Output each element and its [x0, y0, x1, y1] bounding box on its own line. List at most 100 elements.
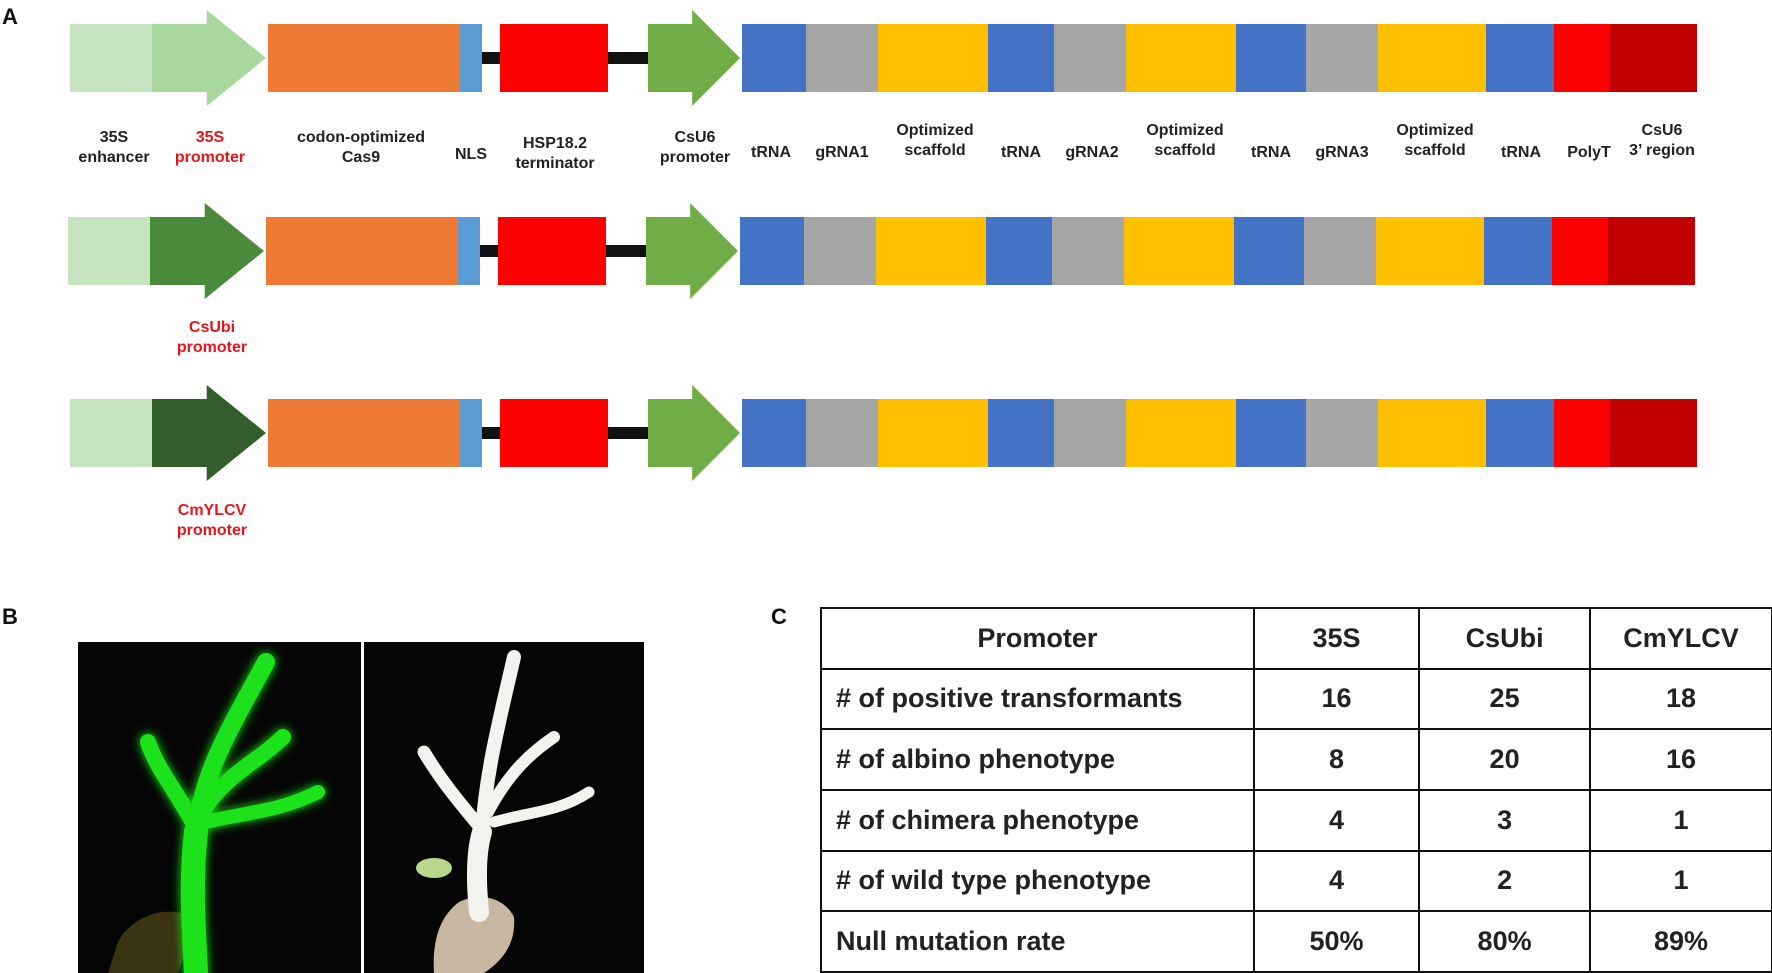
construct-csubi — [0, 203, 1772, 327]
table-cell: 25 — [1418, 667, 1592, 731]
promoter-arrow — [152, 385, 266, 481]
trna-box — [1486, 24, 1554, 92]
csu6-3p-box — [1610, 399, 1697, 467]
table-cell: # of wild type phenotype — [820, 849, 1255, 913]
trna-box — [1486, 399, 1554, 467]
scaffold-box — [1376, 217, 1484, 285]
table-cell: 18 — [1589, 667, 1772, 731]
promoter-arrow — [152, 10, 266, 106]
table-cell: 8 — [1252, 728, 1421, 791]
csu6-promoter-arrow — [646, 203, 738, 299]
table-cell: 1 — [1589, 788, 1772, 852]
linker-line — [606, 245, 646, 257]
nls-box — [460, 399, 482, 467]
label-terminator: HSP18.2 terminator — [515, 135, 595, 172]
polyt-box — [1552, 217, 1608, 285]
label-grna3: gRNA3 — [1315, 144, 1369, 161]
label-trna-3: tRNA — [1251, 144, 1291, 161]
nls-box — [460, 24, 482, 92]
label-cmylcv-promoter: CmYLCV promoter — [176, 502, 248, 539]
grna-box — [1054, 399, 1126, 467]
linker-line — [608, 427, 648, 439]
nls-box — [458, 217, 480, 285]
panel-letter-a: A — [2, 4, 18, 29]
table-header-cell: Promoter — [820, 607, 1255, 670]
terminator-box — [498, 217, 606, 285]
label-grna2: gRNA2 — [1065, 144, 1119, 161]
linker-line — [480, 245, 498, 257]
polyt-box — [1554, 24, 1610, 92]
table-cell: 50% — [1252, 910, 1421, 973]
scaffold-box — [1126, 399, 1236, 467]
trna-box — [986, 217, 1052, 285]
label-nls: NLS — [455, 146, 487, 163]
label-35s-promoter: 35S promoter — [174, 129, 246, 166]
label-trna-4: tRNA — [1501, 144, 1541, 161]
panel-letter-c: C — [771, 604, 787, 629]
trna-box — [1236, 24, 1306, 92]
table-cell: 20 — [1418, 728, 1592, 791]
trna-box — [1484, 217, 1552, 285]
table-header-cell: 35S — [1252, 607, 1421, 670]
label-35s-enhancer: 35S enhancer — [78, 129, 150, 166]
grna-box — [1052, 217, 1124, 285]
label-scaffold-1: Optimized scaffold — [896, 122, 974, 159]
terminator-box — [500, 24, 608, 92]
trna-box — [1236, 399, 1306, 467]
construct-cmylcv — [0, 385, 1772, 509]
table-cell: 1 — [1589, 849, 1772, 913]
scaffold-box — [878, 24, 988, 92]
scaffold-box — [1124, 217, 1234, 285]
grna-box — [804, 217, 876, 285]
scaffold-box — [1378, 24, 1486, 92]
table-cell: 16 — [1252, 667, 1421, 731]
table-cell: # of chimera phenotype — [820, 788, 1255, 852]
terminator-box — [500, 399, 608, 467]
table-header-cell: CsUbi — [1418, 607, 1592, 670]
enhancer-box — [70, 399, 152, 467]
scaffold-box — [1126, 24, 1236, 92]
table-cell: 2 — [1418, 849, 1592, 913]
trna-box — [742, 24, 806, 92]
label-cas9: codon-optimized Cas9 — [297, 129, 425, 166]
grna-box — [1306, 24, 1378, 92]
label-csu6-promoter: CsU6 promoter — [659, 129, 731, 166]
table-cell: 4 — [1252, 849, 1421, 913]
table-header-cell: CmYLCV — [1589, 607, 1772, 670]
table-cell: 4 — [1252, 788, 1421, 852]
table-cell: 16 — [1589, 728, 1772, 791]
panel-letter-b: B — [2, 604, 18, 629]
gfp-fluorescence-photo — [78, 642, 361, 973]
linker-line — [482, 52, 500, 64]
label-csubi-promoter: CsUbi promoter — [176, 319, 248, 356]
label-trna-1: tRNA — [751, 144, 791, 161]
csu6-3p-box — [1610, 24, 1697, 92]
label-scaffold-3: Optimized scaffold — [1396, 122, 1474, 159]
enhancer-box — [70, 24, 152, 92]
grna-box — [1304, 217, 1376, 285]
table-cell: 80% — [1418, 910, 1592, 973]
scaffold-box — [878, 399, 988, 467]
promoter-arrow — [150, 203, 264, 299]
scaffold-box — [1378, 399, 1486, 467]
table-cell: Null mutation rate — [820, 910, 1255, 973]
cas9-box — [268, 24, 460, 92]
polyt-box — [1554, 399, 1610, 467]
enhancer-box — [68, 217, 150, 285]
trna-box — [740, 217, 804, 285]
table-cell: # of positive transformants — [820, 667, 1255, 731]
trna-box — [742, 399, 806, 467]
grna-box — [806, 399, 878, 467]
linker-line — [482, 427, 500, 439]
grna-box — [806, 24, 878, 92]
grna-box — [1306, 399, 1378, 467]
table-cell: 89% — [1589, 910, 1772, 973]
table-cell: 3 — [1418, 788, 1592, 852]
table-cell: # of albino phenotype — [820, 728, 1255, 791]
